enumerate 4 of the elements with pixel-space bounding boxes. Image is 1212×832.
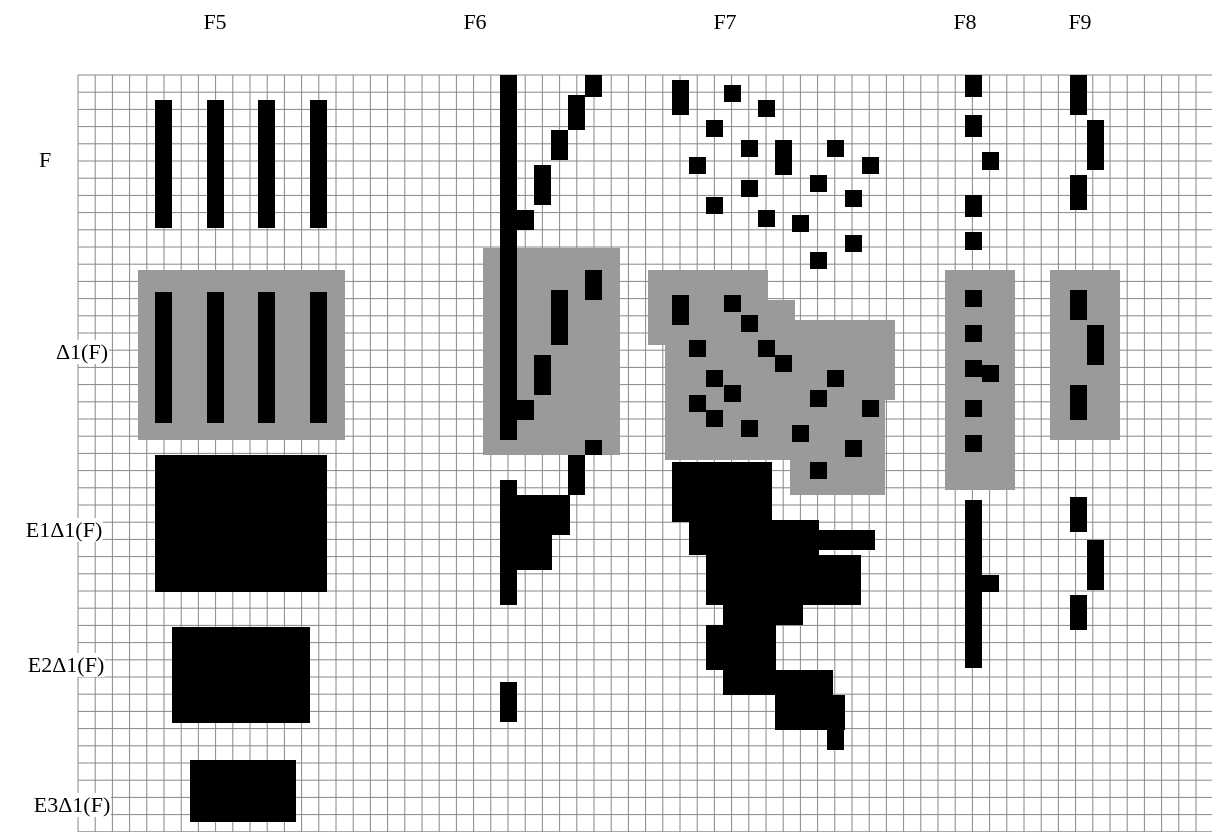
row-label: E2Δ1(F) xyxy=(26,652,106,678)
row-label: E1Δ1(F) xyxy=(24,517,104,543)
row-label: Δ1(F) xyxy=(55,339,109,365)
row-label: E3Δ1(F) xyxy=(32,792,112,818)
